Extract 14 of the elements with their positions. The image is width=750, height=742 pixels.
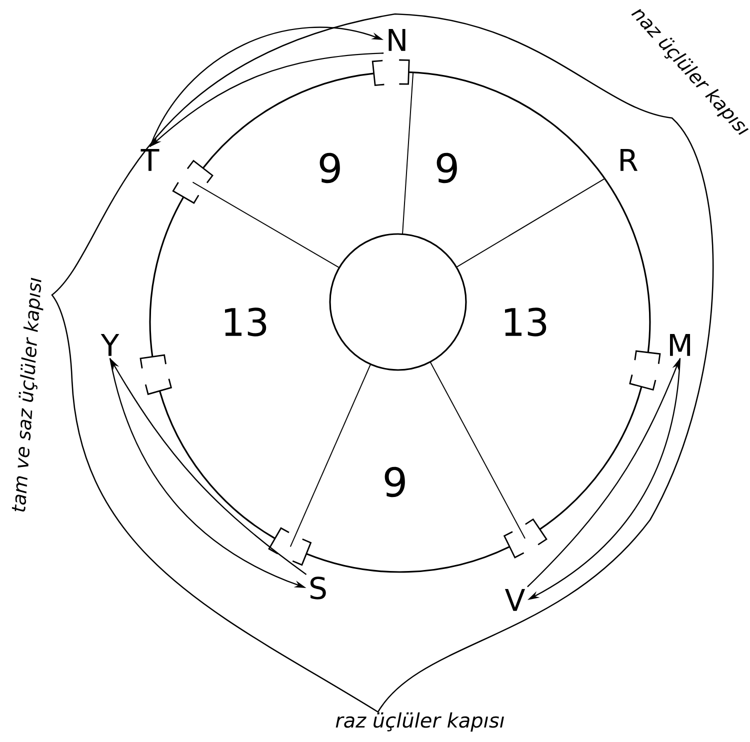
sector-number: 9 [436, 152, 457, 184]
sector-number: 13 [225, 308, 266, 336]
gate-caption: tam ve saz üçlüler kapısı [12, 278, 44, 512]
gate-letter: N [388, 29, 406, 51]
gate-letter: M [670, 334, 690, 356]
gate-letter: S [310, 576, 326, 600]
sector-number: 9 [384, 466, 405, 498]
gate-letter: V [504, 589, 526, 611]
gate-caption: raz üçlüler kapısı [336, 712, 504, 732]
sector-number: 9 [320, 152, 340, 184]
sector-number: 13 [505, 308, 546, 336]
gate-letter: T [140, 149, 160, 171]
gate-letter: Y [100, 334, 120, 356]
gate-letter: R [620, 149, 638, 171]
